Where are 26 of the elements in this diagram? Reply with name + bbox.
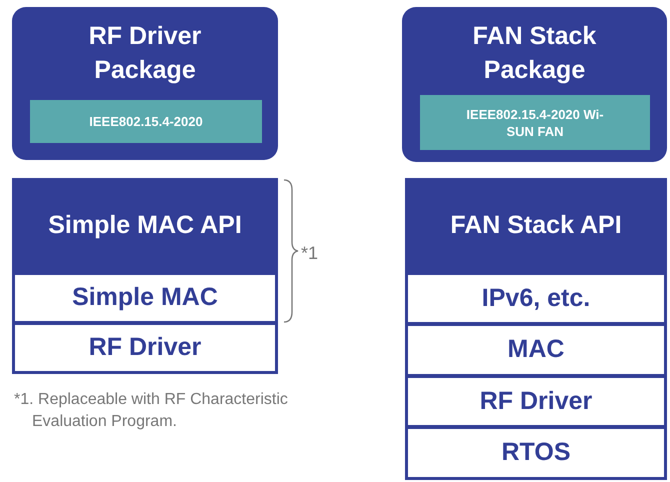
layer-label: RF Driver Package bbox=[88, 21, 202, 86]
api-layer bbox=[12, 178, 278, 274]
layer-label: Simple MAC bbox=[72, 282, 218, 314]
layer-label: FAN Stack Package bbox=[472, 21, 598, 86]
stack-layer bbox=[405, 323, 667, 377]
package-card bbox=[402, 7, 667, 162]
layer-label: RF Driver bbox=[88, 332, 202, 364]
standard-tag bbox=[420, 95, 650, 150]
stack-layer bbox=[405, 426, 667, 480]
api-layer bbox=[405, 178, 667, 274]
stack-layer bbox=[12, 272, 278, 324]
layer-label: IEEE802.15.4-2020 bbox=[89, 113, 203, 130]
stack-layer bbox=[12, 322, 278, 374]
stack-layer bbox=[405, 375, 667, 428]
package-card bbox=[12, 7, 278, 160]
standard-tag bbox=[30, 100, 262, 143]
layer-label: MAC bbox=[508, 334, 564, 366]
layer-label: FAN Stack API bbox=[450, 210, 622, 242]
layer-label: IEEE802.15.4-2020 Wi-SUN FAN bbox=[465, 106, 605, 140]
layer-label: RF Driver bbox=[480, 386, 592, 417]
layer-label: Simple MAC API bbox=[48, 210, 242, 242]
layer-label: RTOS bbox=[502, 437, 570, 468]
footnote-mark: *1 bbox=[301, 242, 318, 265]
layer-label: IPv6, etc. bbox=[482, 282, 590, 314]
footnote: *1. Replaceable with RF Characteristic Evaluation Program. bbox=[14, 390, 289, 432]
stack-layer bbox=[405, 272, 667, 325]
